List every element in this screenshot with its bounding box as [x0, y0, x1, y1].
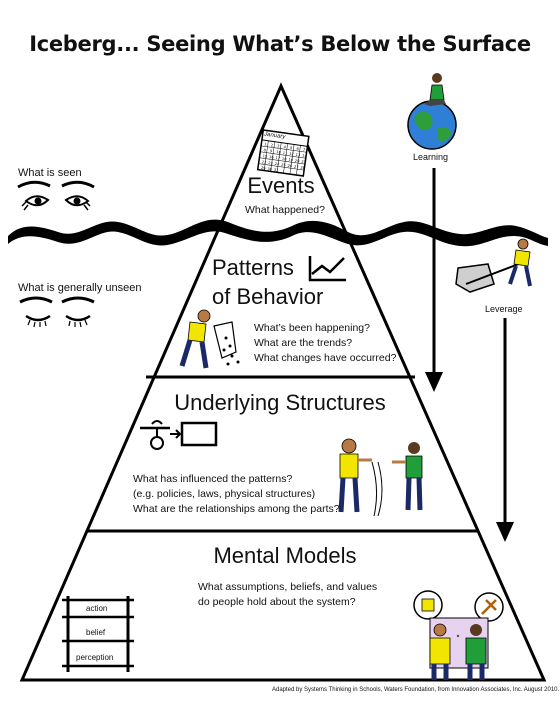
- open-eyes-icon: [17, 180, 95, 211]
- calendar-day: 10: [276, 150, 282, 155]
- leverage-illustration: [455, 238, 532, 293]
- structure-icon: [140, 420, 218, 450]
- calendar-day: 12: [289, 152, 294, 157]
- ladder-of-inference-icon: [62, 596, 134, 672]
- ladder-rung-perception: perception: [76, 653, 114, 662]
- calendar-day: 9: [270, 149, 274, 153]
- patterns-question-3: What changes have occurred?: [254, 352, 397, 364]
- mental-models-title: Mental Models: [213, 543, 357, 568]
- calendar-day: 31: [274, 168, 279, 173]
- calendar-day: 23: [268, 161, 273, 166]
- structures-question-2: (e.g. policies, laws, physical structure…: [133, 488, 316, 500]
- calendar-day: 3: [277, 144, 280, 148]
- events-question: What happened?: [245, 204, 325, 216]
- waterline-wave: [8, 219, 548, 247]
- calendar-day: 21: [301, 160, 306, 165]
- calendar-day: 16: [269, 155, 275, 160]
- patterns-title-line1: Patterns: [212, 255, 294, 280]
- mental-question-1: What assumptions, beliefs, and values: [198, 581, 378, 593]
- learning-label: Learning: [413, 152, 449, 162]
- calendar-day: 22: [262, 160, 267, 165]
- calendar-day: 30: [267, 167, 273, 172]
- diagram-title: Iceberg... Seeing What’s Below the Surfa…: [29, 32, 531, 56]
- patterns-question-2: What are the trends?: [254, 337, 353, 349]
- attribution-footer: Adapted by Systems Thinking in Schools, …: [272, 687, 560, 693]
- calendar-day: 2: [270, 143, 273, 147]
- calendar-day: 5: [290, 146, 293, 150]
- structures-title: Underlying Structures: [174, 390, 386, 415]
- patterns-title-line2: of Behavior: [212, 284, 324, 309]
- calendar-day: 4: [283, 145, 287, 149]
- learning-arrow: [425, 168, 443, 392]
- structures-question-1: What has influenced the patterns?: [133, 473, 293, 485]
- calendar-day: 13: [295, 153, 300, 158]
- leverage-label: Leverage: [485, 304, 523, 314]
- calendar-day: 24: [274, 162, 280, 167]
- calendar-day: 17: [275, 156, 280, 161]
- calendar-day: 18: [282, 157, 288, 162]
- calendar-day: 26: [287, 164, 293, 169]
- learner-on-globe-illustration: [407, 73, 457, 150]
- calendar-day: 6: [296, 147, 300, 151]
- leverage-arrow: [496, 318, 514, 542]
- patterns-person-illustration: [179, 309, 240, 369]
- mental-question-2: do people hold about the system?: [198, 596, 356, 608]
- calendar-day: 14: [302, 154, 308, 159]
- calendar-day: 27: [294, 165, 299, 170]
- patterns-question-1: What’s been happening?: [254, 322, 370, 334]
- calendar-icon: [256, 129, 310, 177]
- calendar-day: 20: [295, 159, 301, 164]
- calendar-day: 1: [264, 142, 267, 146]
- calendar-day: 11: [283, 151, 288, 156]
- seen-label: What is seen: [18, 167, 82, 179]
- calendar-day: 8: [263, 148, 267, 152]
- structures-question-3: What are the relationships among the par…: [133, 503, 340, 515]
- ladder-rung-action: action: [86, 604, 108, 613]
- trend-chart-icon: [308, 256, 346, 282]
- calendar-day: 25: [281, 163, 286, 168]
- structures-people-illustration: [338, 438, 423, 517]
- events-title: Events: [247, 173, 315, 198]
- unseen-label: What is generally unseen: [18, 282, 142, 294]
- closed-eyes-icon: [19, 296, 95, 328]
- calendar-day: 7: [303, 148, 306, 152]
- pyramid-outline: [19, 82, 547, 682]
- calendar-day: 29: [261, 166, 267, 171]
- calendar-day: 19: [288, 158, 294, 163]
- calendar-day: 28: [300, 166, 306, 171]
- mental-models-illustration: [413, 590, 504, 680]
- calendar-day: 15: [262, 154, 267, 159]
- ladder-rung-belief: belief: [86, 628, 106, 637]
